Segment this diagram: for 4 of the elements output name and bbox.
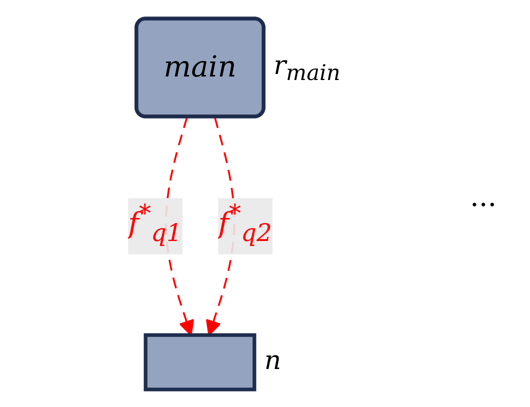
- node-annotation: n: [264, 346, 282, 376]
- node-annotation: r$_{main}$: [274, 50, 340, 86]
- ellipsis-note: ...: [470, 180, 497, 213]
- node-box: [144, 332, 256, 391]
